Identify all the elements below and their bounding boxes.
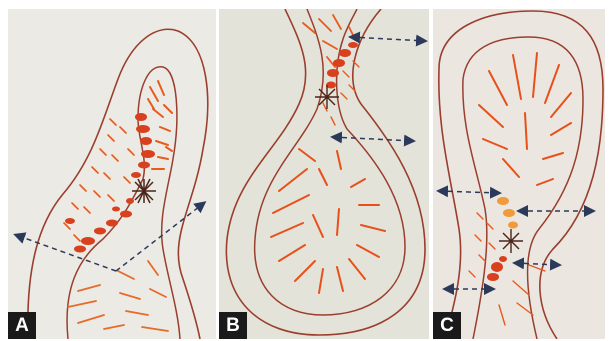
- star-marker: [132, 179, 156, 203]
- upper-lobe-strokes: [479, 53, 571, 185]
- inner-outline-left: [463, 79, 487, 339]
- outer-outline: [439, 11, 603, 339]
- inner-outline: [67, 67, 180, 339]
- panel-b-drawing: [219, 9, 429, 339]
- lower-region-strokes: [68, 261, 168, 331]
- dashed-arrows: [16, 203, 204, 271]
- panel-a-drawing: [8, 9, 216, 339]
- outer-outline: [28, 29, 208, 339]
- lower-lobe-strokes: [271, 149, 385, 293]
- panel-b: B: [219, 9, 429, 339]
- panel-c: C: [433, 9, 605, 339]
- outer-outline: [226, 9, 425, 335]
- panel-label-a: A: [8, 312, 36, 339]
- inner-outline: [255, 9, 405, 315]
- red-blobs: [487, 256, 507, 281]
- panel-label-c: C: [433, 312, 461, 339]
- panel-label-b: B: [219, 312, 247, 339]
- lower-dashes: [469, 213, 545, 325]
- dashed-arrows: [439, 191, 593, 289]
- outer-outline-left: [439, 69, 461, 339]
- panel-c-drawing: [433, 9, 605, 339]
- panel-a: A: [8, 9, 216, 339]
- upper-strokes: [303, 15, 355, 67]
- blobs: [497, 197, 518, 229]
- star-marker: [499, 229, 523, 253]
